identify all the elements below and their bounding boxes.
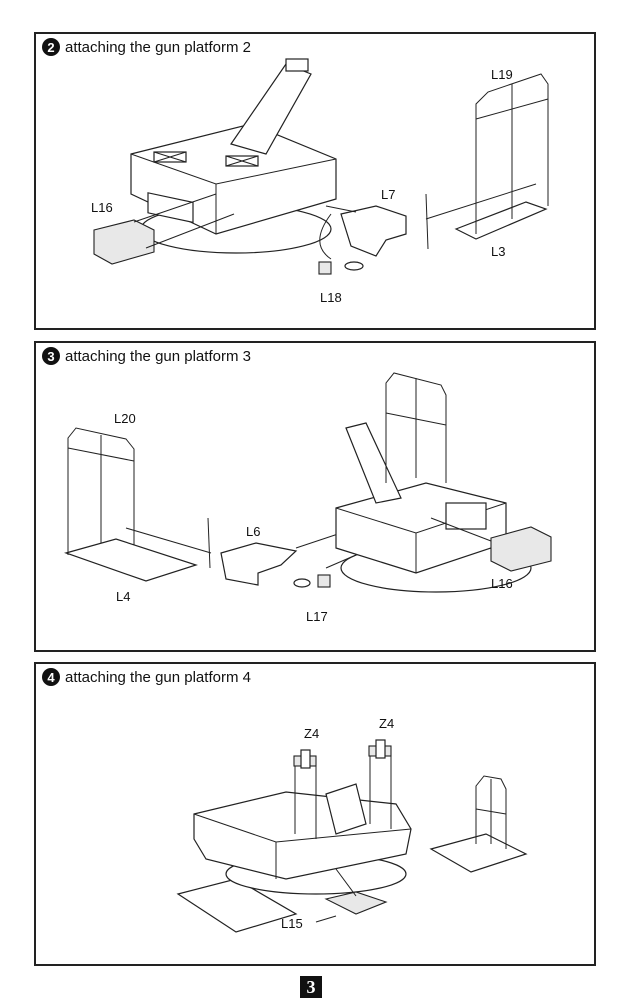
part-L18 [318,261,332,275]
rail-frame [385,372,447,483]
rail-frame [475,775,507,849]
step-number-badge: 3 [42,347,60,365]
part-label: L20 [114,411,136,426]
step-title: attaching the gun platform 3 [65,347,251,365]
gear-icon [375,739,386,759]
assembly-illustration: Z4 Z4 L15 [176,716,528,933]
gun-arm [230,63,312,155]
step-header: 2 attaching the gun platform 2 [42,38,251,56]
part-L16-box [93,219,155,265]
base-leg [176,878,298,933]
part-label: L3 [491,244,505,259]
gear-icon [300,749,311,769]
part-label: L17 [306,609,328,624]
step-title: attaching the gun platform 2 [65,38,251,56]
part-label: L6 [246,524,260,539]
part-label: L18 [320,290,342,305]
part-L19-frame [475,73,549,184]
assembly-illustration: L20 L4 L6 L16 L17 [64,372,552,624]
step-number-badge: 2 [42,38,60,56]
part-label: Z4 [379,716,394,731]
part-label: L16 [491,576,513,591]
step-panel-3: 3 attaching the gun platform 3 L20 L4 L6 [34,341,596,652]
side-panel [445,502,487,530]
gun-arm-cap [285,58,309,72]
part-label: Z4 [304,726,319,741]
part-label: L15 [281,916,303,931]
part-label: L19 [491,67,513,82]
panel-slot [147,192,194,224]
step-number-badge: 4 [42,668,60,686]
step-panel-4: 4 attaching the gun platform 4 Z4 Z4 L15 [34,662,596,966]
part-L17 [317,574,331,588]
step-panel-2: 2 attaching the gun platform 2 L16 L7 L1… [34,32,596,330]
part-L15 [324,891,388,915]
part-L16-box [490,526,552,572]
part-label: L4 [116,589,130,604]
part-L3-plate [454,201,548,240]
step-title: attaching the gun platform 4 [65,668,251,686]
gun-arm [345,422,402,504]
page-number: 3 [300,976,322,998]
part-L4-plate [64,538,198,582]
part-L7 [340,205,407,257]
part-L6 [220,542,298,586]
gun-arm [325,783,367,835]
part-label: L7 [381,187,395,202]
side-platform [429,833,528,873]
step-header: 4 attaching the gun platform 4 [42,668,251,686]
step-header: 3 attaching the gun platform 3 [42,347,251,365]
part-L20-frame [67,427,135,493]
assembly-illustration: L16 L7 L18 L3 L19 [91,58,549,305]
part-label: L16 [91,200,113,215]
